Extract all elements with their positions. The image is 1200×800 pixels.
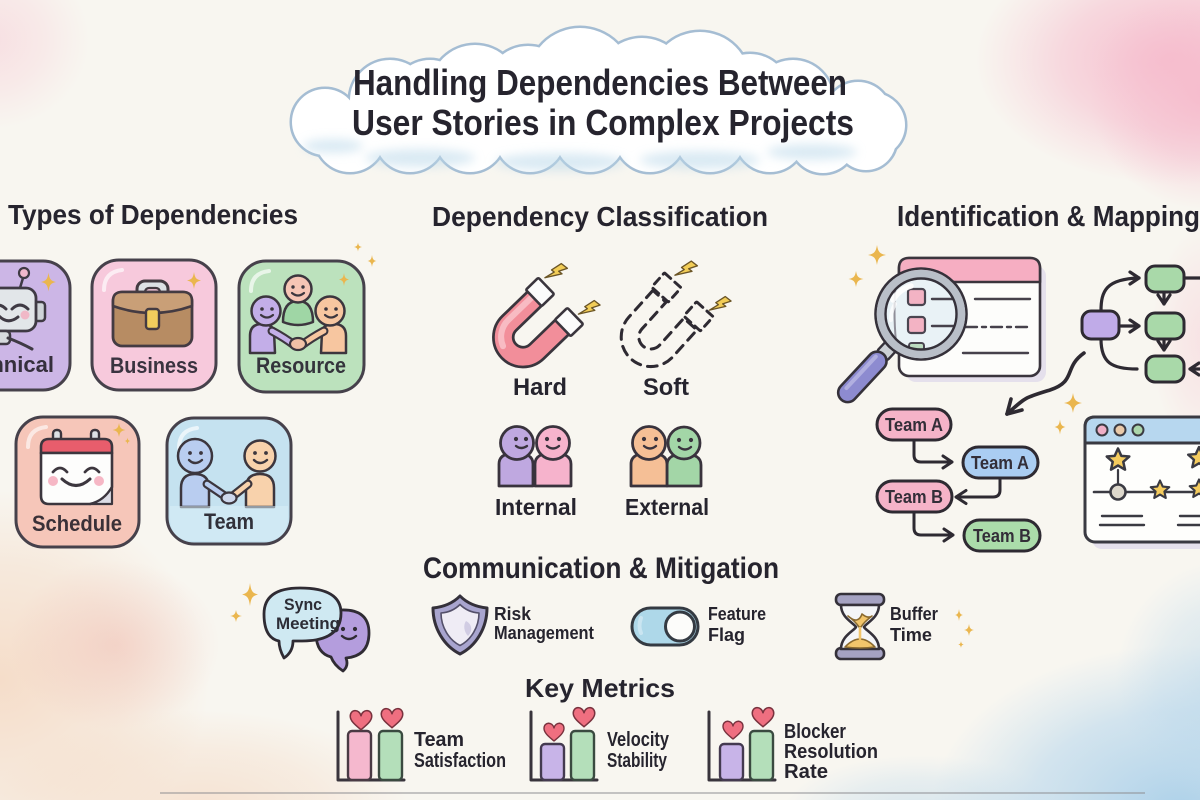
svg-text:Sync: Sync xyxy=(284,595,322,614)
svg-text:Communication & Mitigation: Communication & Mitigation xyxy=(423,552,779,585)
svg-text:Feature: Feature xyxy=(708,604,766,624)
svg-text:Flag: Flag xyxy=(708,625,745,645)
svg-text:Business: Business xyxy=(110,353,198,378)
svg-text:External: External xyxy=(625,494,709,520)
svg-text:Internal: Internal xyxy=(495,494,577,520)
svg-text:Time: Time xyxy=(890,625,932,645)
svg-text:Meeting: Meeting xyxy=(276,614,340,633)
svg-text:User Stories in Complex Projec: User Stories in Complex Projects xyxy=(352,102,854,143)
svg-text:Team: Team xyxy=(204,509,254,534)
svg-text:Team B: Team B xyxy=(973,526,1031,546)
svg-text:Team A: Team A xyxy=(971,453,1029,473)
svg-text:Buffer: Buffer xyxy=(890,604,938,624)
svg-text:Blocker: Blocker xyxy=(784,721,846,743)
svg-text:Management: Management xyxy=(494,623,594,643)
svg-text:Stability: Stability xyxy=(607,750,668,772)
svg-text:Schedule: Schedule xyxy=(32,511,122,536)
svg-text:Velocity: Velocity xyxy=(607,729,670,751)
svg-text:Team: Team xyxy=(414,729,464,751)
svg-text:Types of Dependencies: Types of Dependencies xyxy=(8,199,298,230)
svg-text:Risk: Risk xyxy=(494,604,532,624)
svg-text:Soft: Soft xyxy=(643,374,689,401)
svg-text:Satisfaction: Satisfaction xyxy=(414,750,506,772)
svg-text:Identification & Mapping: Identification & Mapping xyxy=(897,201,1200,233)
svg-text:Team A: Team A xyxy=(885,415,943,435)
svg-text:Hard: Hard xyxy=(513,374,567,401)
svg-text:Rate: Rate xyxy=(784,761,828,783)
svg-text:Team B: Team B xyxy=(885,487,943,507)
svg-text:Dependency Classification: Dependency Classification xyxy=(432,201,768,232)
svg-text:Key Metrics: Key Metrics xyxy=(525,673,675,703)
svg-text:Technical: Technical xyxy=(0,352,54,377)
svg-text:Handling Dependencies Between: Handling Dependencies Between xyxy=(353,62,847,103)
svg-text:Resolution: Resolution xyxy=(784,741,878,763)
svg-text:Resource: Resource xyxy=(256,353,346,378)
